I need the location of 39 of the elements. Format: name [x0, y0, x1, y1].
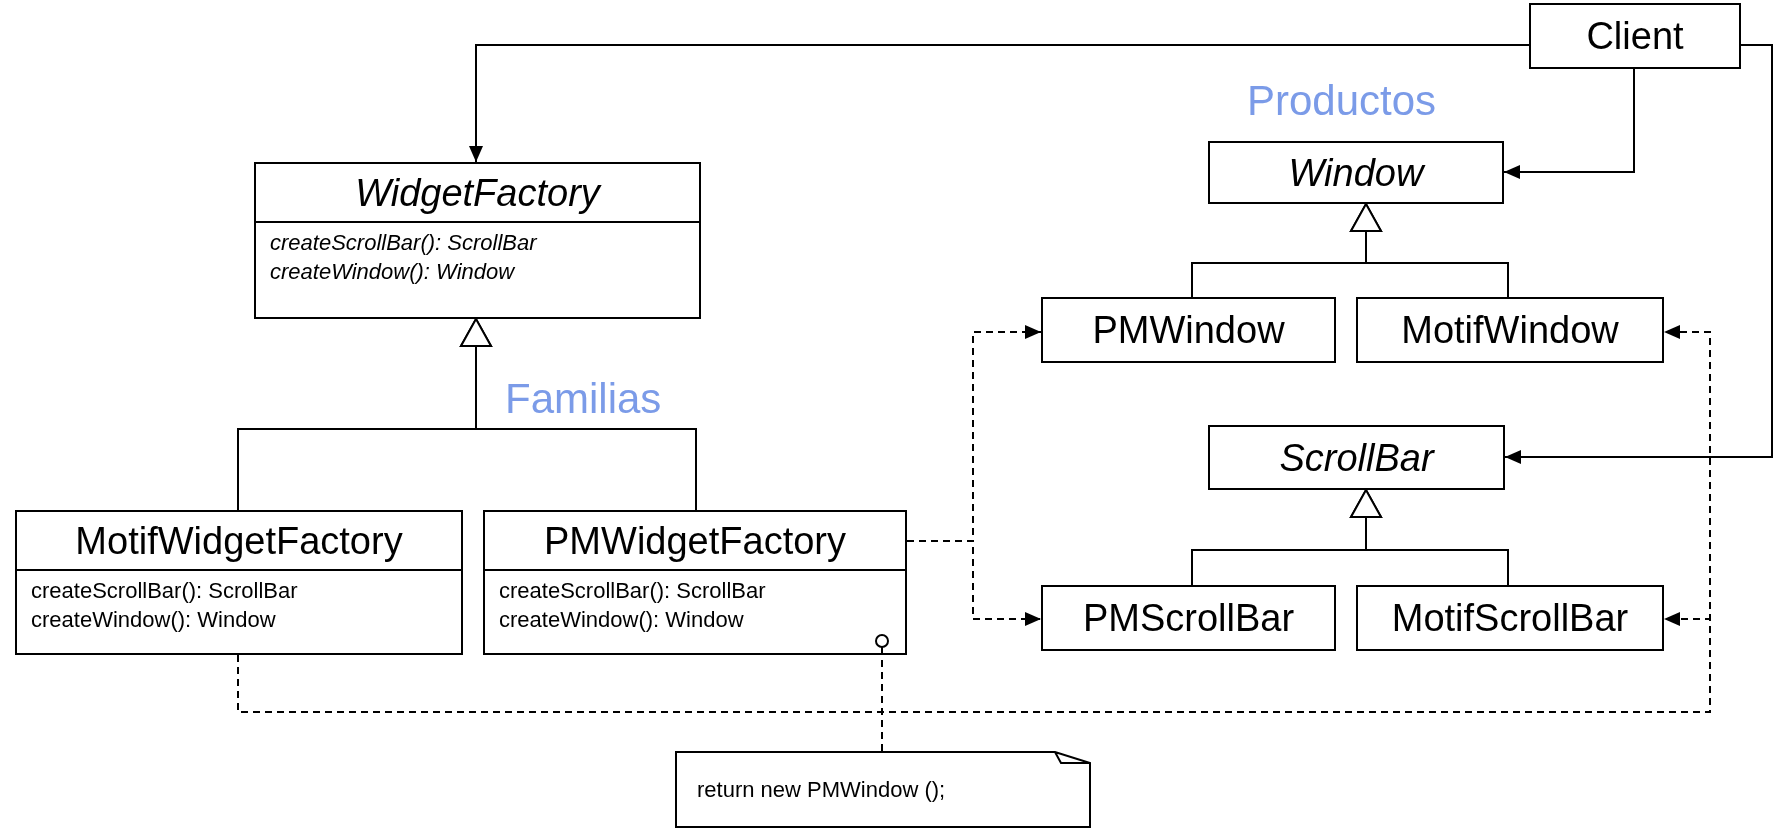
method-signature: createScrollBar(): ScrollBar [31, 577, 299, 605]
class-name: Window [1288, 153, 1424, 192]
association-arrow [469, 44, 1530, 163]
group-label: Productos [1247, 80, 1437, 122]
class-box [15, 510, 463, 655]
class-name: PMWindow [1092, 311, 1285, 349]
class-box [1356, 585, 1664, 651]
association-arrow [1504, 44, 1773, 464]
method-signature: createScrollBar(): ScrollBar [270, 229, 539, 257]
class-name: MotifWindow [1401, 311, 1619, 349]
inheritance-arrow [1350, 489, 1509, 586]
method-signature: createWindow(): Window [499, 605, 745, 634]
method-signature: createWindow(): Window [31, 605, 277, 634]
dependency-arrow [906, 540, 1042, 626]
class-box [1529, 3, 1741, 69]
class-box [1041, 585, 1336, 651]
class-box [254, 162, 701, 319]
class-name: Client [1586, 17, 1684, 55]
class-name: ScrollBar [1279, 438, 1434, 477]
class-box [1208, 425, 1505, 490]
association-arrow [1503, 68, 1635, 179]
class-name: PMWidgetFactory [485, 512, 905, 571]
class-box [483, 510, 907, 655]
method-signature: createScrollBar(): ScrollBar [499, 577, 767, 605]
inheritance-arrow [460, 318, 697, 511]
note-text: return new PMWindow (); [697, 778, 947, 801]
class-name: PMScrollBar [1082, 599, 1295, 637]
inheritance-arrow [1350, 203, 1509, 298]
group-label: Familias [505, 378, 662, 420]
class-box [1356, 297, 1664, 363]
class-box [1208, 141, 1504, 204]
dependency-arrow [237, 612, 1711, 713]
class-box [1041, 297, 1336, 363]
class-name: MotifScrollBar [1391, 599, 1629, 637]
class-name: WidgetFactory [256, 164, 699, 223]
note-box [675, 751, 1091, 828]
note-connector [875, 634, 889, 752]
class-name: MotifWidgetFactory [17, 512, 461, 571]
method-signature: createWindow(): Window [270, 257, 516, 286]
